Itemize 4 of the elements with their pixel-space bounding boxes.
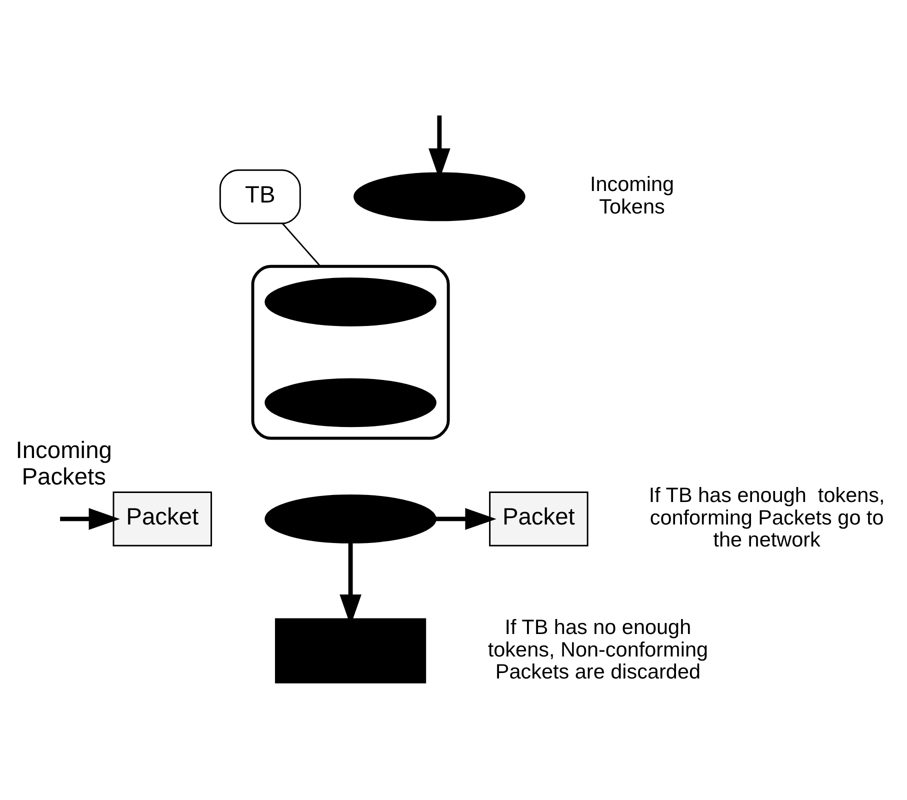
node-label: If TB has no enough tokens, Non-conforming Packets are discarded xyxy=(488,616,708,684)
node-label: Incoming Tokens xyxy=(590,173,674,218)
node-label: Incoming Packets xyxy=(16,438,112,491)
node-label: If TB has enough tokens, conforming Packets go to the network xyxy=(648,484,885,552)
